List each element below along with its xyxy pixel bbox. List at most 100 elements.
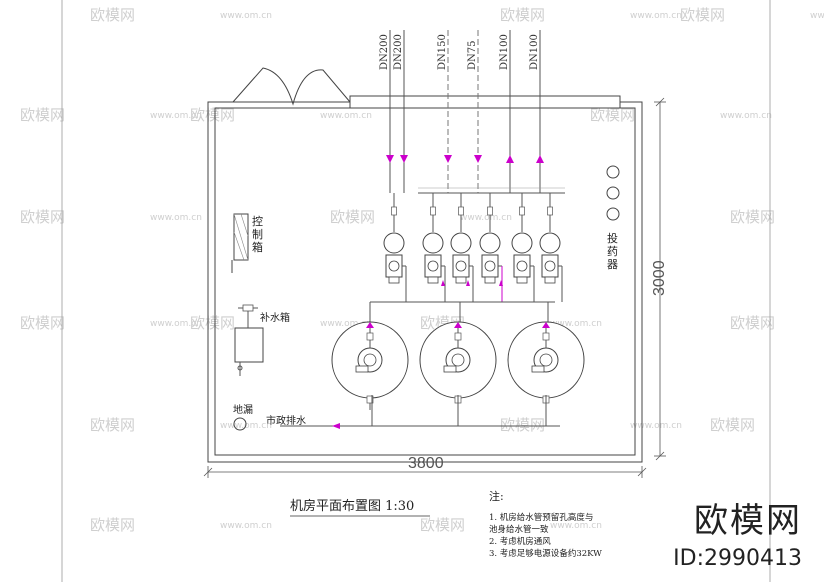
watermark-text: 欧模网 — [680, 6, 725, 24]
watermark-url: www.om.cn — [630, 11, 682, 21]
filter-inlet-valve — [542, 332, 550, 341]
pump-motor — [452, 254, 470, 278]
filter-inlet-valve — [454, 332, 462, 341]
pump-impeller — [388, 260, 400, 272]
control-box-label-2: 制 — [252, 228, 263, 241]
dosing-device-label-2: 药 — [607, 245, 618, 258]
flow-arrow — [454, 322, 462, 328]
flow-arrow — [542, 322, 550, 328]
notes-heading: 注: — [489, 489, 504, 503]
pump-strainer — [539, 232, 561, 254]
pump-strainer — [450, 232, 472, 254]
filter-valve-core — [451, 353, 465, 367]
watermark-text: 欧模网 — [590, 106, 635, 124]
pump-base — [427, 276, 439, 284]
flow-arrow — [506, 155, 514, 163]
watermark-text: 欧模网 — [190, 314, 235, 332]
width-dimension — [203, 466, 647, 478]
watermark-text: 欧模网 — [420, 516, 465, 534]
pump-motor — [541, 254, 559, 278]
pump-impeller — [455, 260, 467, 272]
watermark-url: www.om.cn — [150, 319, 202, 329]
pump-motor — [424, 254, 442, 278]
pump-valve — [430, 206, 436, 216]
pipe-size-label: DN200 — [393, 34, 404, 70]
model-id: ID:2990413 — [673, 546, 802, 571]
flow-arrow — [441, 280, 445, 286]
filter-gauge — [531, 365, 545, 373]
watermark-url: www.om.cn — [460, 213, 512, 223]
pump-motor — [481, 254, 499, 278]
pump-impeller — [484, 260, 496, 272]
filter-valve-core — [363, 353, 377, 367]
control-box-label-1: 控 — [252, 214, 263, 228]
makeup-tank-label: 补水箱 — [260, 311, 290, 324]
pump-strainer — [479, 232, 501, 254]
control-box-label-3: 箱 — [252, 240, 263, 254]
height-dimension-text: 3000 — [651, 260, 668, 296]
pump-valve — [547, 206, 553, 216]
flow-arrow — [499, 280, 503, 286]
note-line-1: 1. 机房给水管预留孔高度与 — [489, 512, 593, 523]
pump-valve — [487, 206, 493, 216]
pump-base — [484, 276, 496, 284]
watermark-text: 欧模网 — [20, 208, 65, 226]
dosing-device — [606, 165, 620, 221]
room-walls — [207, 101, 643, 463]
watermark-text: 欧模网 — [330, 208, 375, 226]
pipe-size-label: DN75 — [467, 41, 478, 71]
watermark-text: 欧模网 — [190, 106, 235, 124]
watermark-text: 欧模网 — [20, 106, 65, 124]
pump-base — [544, 276, 556, 284]
watermark-text: 欧模网 — [20, 314, 65, 332]
dosing-device-label-1: 投 — [607, 231, 618, 245]
pump-base — [388, 276, 400, 284]
pump-strainer — [422, 232, 444, 254]
pipe-size-label: DN150 — [437, 34, 448, 70]
flow-arrow — [400, 155, 408, 163]
watermark-url: www.om.cn — [320, 319, 372, 329]
watermark-text: 欧模网 — [500, 416, 545, 434]
watermark-url: www.om.cn — [550, 319, 602, 329]
filter-inlet-valve — [366, 332, 374, 341]
flow-arrow — [444, 155, 452, 163]
pump-impeller — [516, 260, 528, 272]
filter-gauge — [443, 365, 457, 373]
drawing-title: 机房平面布置图 1:30 — [290, 498, 414, 514]
width-dimension-text: 3800 — [408, 455, 444, 472]
watermark-url: www.om.cn — [320, 111, 372, 121]
floor-drain-label: 地漏 — [233, 403, 253, 416]
flow-arrow — [366, 322, 374, 328]
watermark-text: 欧模网 — [90, 6, 135, 24]
watermark-text: 欧模网 — [90, 416, 135, 434]
makeup-tank — [234, 304, 264, 376]
flow-arrow — [474, 155, 482, 163]
watermark-url: www.om.cn — [550, 521, 602, 531]
watermark-text: 欧模网 — [90, 516, 135, 534]
control-box — [231, 213, 249, 273]
brand-block: 欧模网 ID:2990413 — [673, 493, 802, 571]
watermark-url: www.om.cn — [630, 421, 682, 431]
pump-base — [455, 276, 467, 284]
filter-valve-core — [539, 353, 553, 367]
note-line-4: 3. 考虑足够电源设备约32KW — [489, 548, 602, 559]
note-line-2: 池身给水管一致 — [489, 524, 549, 535]
watermark-url: www.om.cn — [150, 111, 202, 121]
watermark-text: 欧模网 — [500, 6, 545, 24]
flow-arrow — [536, 155, 544, 163]
pipe-size-label: DN100 — [499, 34, 510, 70]
brand-backdrop — [674, 480, 824, 582]
pump-impeller — [544, 260, 556, 272]
watermark-url: www.om.cn — [810, 11, 824, 21]
pipe-size-label: DN200 — [379, 34, 390, 70]
watermark-url: www.om.cn — [150, 213, 202, 223]
flow-arrow — [466, 280, 470, 286]
watermark-text: 欧模网 — [730, 208, 775, 226]
pipe-sleeve — [349, 95, 621, 109]
pump-valve — [391, 206, 397, 216]
floor-drain — [233, 417, 247, 431]
flow-arrow — [386, 155, 394, 163]
roof-outline — [232, 67, 351, 106]
